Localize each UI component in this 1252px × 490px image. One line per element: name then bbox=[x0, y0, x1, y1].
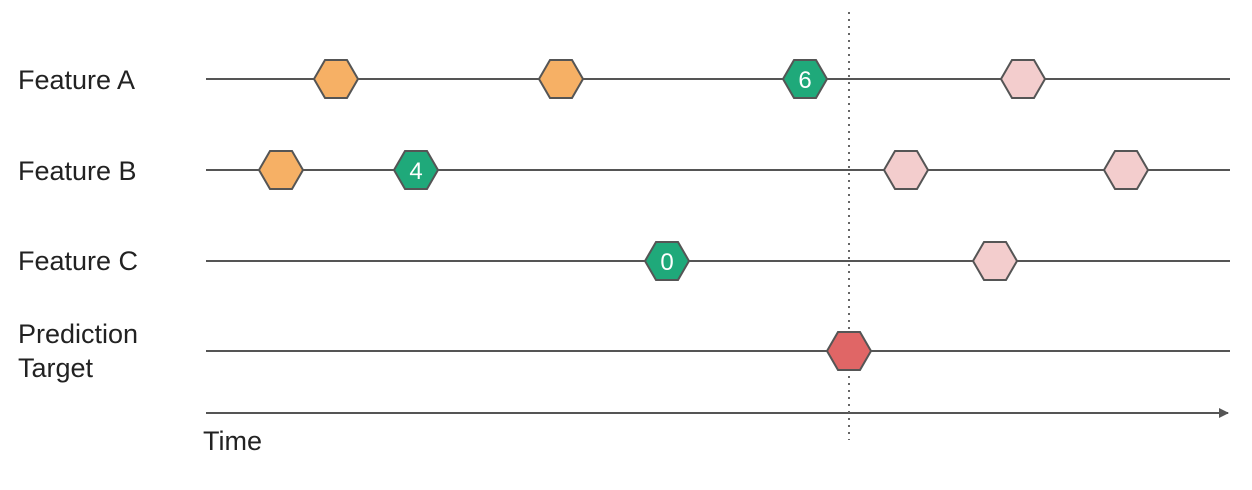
row-label-prediction-target-line-1: Prediction bbox=[18, 319, 138, 349]
feature-b-future-event-hexagon-3 bbox=[882, 150, 930, 190]
row-label-feature-b: Feature B bbox=[18, 156, 137, 186]
feature-a-past-event-hexagon-2 bbox=[537, 59, 585, 99]
feature-c-labeled-event-hexagon-1 bbox=[643, 241, 691, 281]
row-label-feature-a: Feature A bbox=[18, 65, 135, 95]
time-axis-label: Time bbox=[203, 426, 262, 456]
row-label-prediction-target: Prediction Target bbox=[18, 319, 146, 383]
feature-a-event-label-3: 6 bbox=[798, 67, 811, 94]
feature-a-past-event-hexagon-1 bbox=[312, 59, 360, 99]
feature-a-future-event-hexagon-4 bbox=[999, 59, 1047, 99]
feature-c-event-label-1: 0 bbox=[660, 249, 673, 276]
feature-b-past-event-hexagon-1 bbox=[257, 150, 305, 190]
feature-b-future-event-hexagon-4 bbox=[1102, 150, 1150, 190]
feature-b-event-label-2: 4 bbox=[409, 158, 422, 185]
feature-c-future-event-hexagon-2 bbox=[971, 241, 1019, 281]
event-markers: 6 4 0 bbox=[257, 59, 1150, 371]
row-label-feature-c: Feature C bbox=[18, 246, 138, 276]
prediction-target-target-event-hexagon-1 bbox=[825, 331, 873, 371]
row-label-prediction-target-line-2: Target bbox=[18, 353, 94, 383]
feature-a-labeled-event-hexagon-3 bbox=[781, 59, 829, 99]
feature-b-labeled-event-hexagon-2 bbox=[392, 150, 440, 190]
